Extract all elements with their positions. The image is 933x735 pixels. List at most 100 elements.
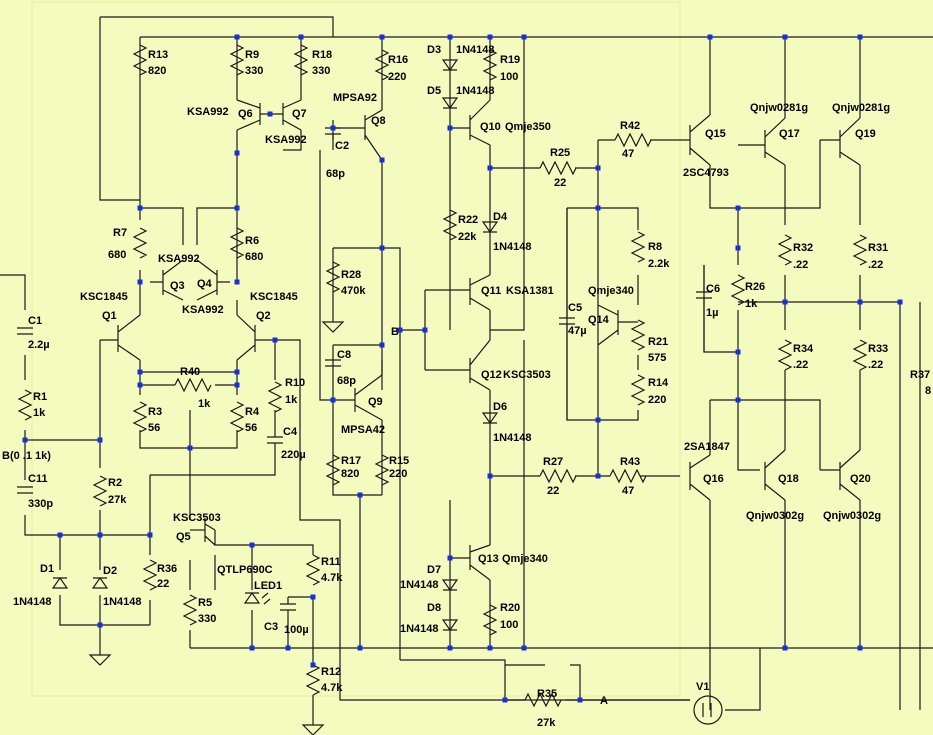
label-r3: R3 xyxy=(148,406,162,418)
label-q12-type: KSC3503 xyxy=(503,369,551,381)
label-q2: Q2 xyxy=(256,310,271,322)
label-q20: Q20 xyxy=(850,473,871,485)
label-r14: R14 xyxy=(648,377,669,389)
label-d1-value: 1N4148 xyxy=(13,596,52,608)
label-r16: R16 xyxy=(388,54,408,66)
label-r18-value: 330 xyxy=(312,65,330,77)
label-r25: R25 xyxy=(550,147,570,159)
label-d7: D7 xyxy=(427,564,441,576)
label-r5-value: 330 xyxy=(198,613,216,625)
label-r26-value: 1k xyxy=(745,298,758,310)
label-r6-value: 680 xyxy=(245,251,263,263)
label-q16-type: 2SA1847 xyxy=(684,441,730,453)
label-c6: C6 xyxy=(706,283,720,295)
label-r17: R17 xyxy=(341,455,361,467)
label-r22-value: 22k xyxy=(458,231,477,243)
label-q6: Q6 xyxy=(238,108,253,120)
label-r22: R22 xyxy=(458,214,478,226)
label-q13: Q13 xyxy=(478,553,499,565)
voltage-source-v1 xyxy=(693,695,723,725)
transistors xyxy=(117,99,861,581)
label-r9: R9 xyxy=(245,49,259,61)
label-r42: R42 xyxy=(620,120,640,132)
label-d5-value: 1N4148 xyxy=(456,85,495,97)
label-r13-value: 820 xyxy=(148,65,166,77)
label-q10-type: Qmje350 xyxy=(505,121,551,133)
label-r25-value: 22 xyxy=(554,177,566,189)
label-q4-type: KSA992 xyxy=(182,304,224,316)
label-q3: Q3 xyxy=(170,280,185,292)
label-d5: D5 xyxy=(427,85,441,97)
label-c1: C1 xyxy=(28,315,42,327)
label-source: B(0 .1 1k) xyxy=(2,450,51,462)
label-v1: V1 xyxy=(696,681,709,693)
label-r11-value: 4.7k xyxy=(321,572,343,584)
label-r13: R13 xyxy=(148,49,168,61)
label-r14-value: 220 xyxy=(648,394,666,406)
label-q7: Q7 xyxy=(292,108,307,120)
label-q15-type: 2SC4793 xyxy=(683,167,729,179)
label-r37-value: 8 xyxy=(925,385,931,397)
label-r21-value: 575 xyxy=(648,352,666,364)
label-d6-value: 1N4148 xyxy=(493,432,532,444)
label-r11: R11 xyxy=(321,556,341,568)
label-c6-value: 1µ xyxy=(706,307,718,319)
label-q18-type: Qnjw0302g xyxy=(746,510,804,522)
label-r34: R34 xyxy=(793,343,814,355)
label-q9-type: MPSA42 xyxy=(341,424,385,436)
label-q17-type: Qnjw0281g xyxy=(750,102,808,114)
label-r8-value: 2.2k xyxy=(648,258,670,270)
label-d1: D1 xyxy=(40,563,54,575)
label-c8-value: 68p xyxy=(337,375,356,387)
label-r35-value: 27k xyxy=(537,717,556,729)
label-r3-value: 56 xyxy=(148,422,160,434)
ground-symbols xyxy=(88,321,345,735)
label-r21: R21 xyxy=(648,336,668,348)
label-qtlp690c: QTLP690C xyxy=(217,564,273,576)
label-r33-value: .22 xyxy=(868,359,883,371)
label-q14: Q14 xyxy=(588,314,610,326)
label-q5: Q5 xyxy=(176,531,191,543)
label-d7-value: 1N4148 xyxy=(400,579,439,591)
label-q8-type: MPSA92 xyxy=(333,92,377,104)
label-q18: Q18 xyxy=(778,473,799,485)
label-r43-value: 47 xyxy=(622,485,634,497)
label-r10: R10 xyxy=(285,377,305,389)
label-r43: R43 xyxy=(620,456,640,468)
junctions xyxy=(22,34,903,703)
label-r10-value: 1k xyxy=(285,394,298,406)
label-q20-type: Qnjw0302g xyxy=(823,510,881,522)
label-d2: D2 xyxy=(103,565,117,577)
label-r18: R18 xyxy=(312,49,332,61)
label-d8: D8 xyxy=(427,602,441,614)
label-r12-value: 4.7k xyxy=(321,682,343,694)
label-c3: C3 xyxy=(264,621,278,633)
label-c8: C8 xyxy=(337,349,351,361)
sheet-frame xyxy=(31,1,681,697)
label-r40: R40 xyxy=(180,366,200,378)
label-r8: R8 xyxy=(648,241,662,253)
label-r1: R1 xyxy=(33,391,47,403)
label-q8: Q8 xyxy=(371,115,386,127)
label-c4-value: 220µ xyxy=(281,449,306,461)
label-c11-value: 330p xyxy=(28,498,53,510)
label-r36: R36 xyxy=(157,563,177,575)
label-c3-value: 100µ xyxy=(284,624,309,636)
label-q12: Q12 xyxy=(481,369,502,381)
label-r20-value: 100 xyxy=(500,619,518,631)
label-r2-value: 27k xyxy=(108,494,127,506)
label-r32-value: .22 xyxy=(793,259,808,271)
label-q1-type: KSC1845 xyxy=(80,291,128,303)
label-c11: C11 xyxy=(28,473,48,485)
diodes xyxy=(51,59,499,632)
resistors xyxy=(17,44,868,708)
component-labels: R13 820 R9 330 R18 330 R16 220 R19 100 D… xyxy=(2,44,931,729)
label-r34-value: .22 xyxy=(793,359,808,371)
label-r4: R4 xyxy=(245,406,260,418)
label-led1: LED1 xyxy=(254,580,282,592)
label-c2: C2 xyxy=(335,140,349,152)
label-q10: Q10 xyxy=(480,121,501,133)
label-r4-value: 56 xyxy=(245,422,257,434)
label-q6-type: KSA992 xyxy=(187,106,229,118)
